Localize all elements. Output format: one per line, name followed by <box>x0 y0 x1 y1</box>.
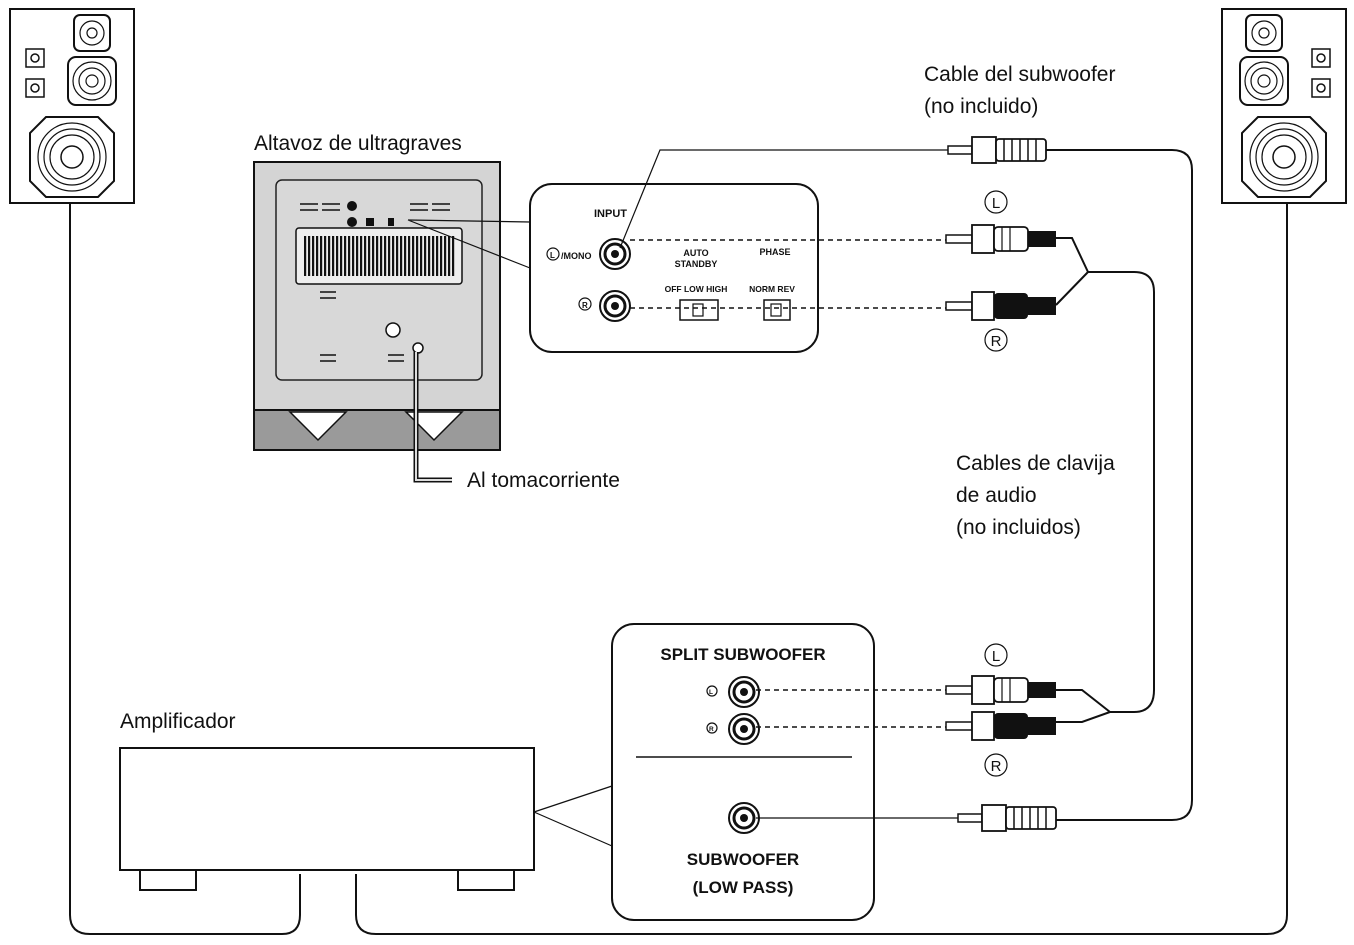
phase-label: PHASE <box>759 247 790 257</box>
sub-cable-label-1: Cable del subwoofer <box>924 63 1115 86</box>
subwoofer-title: Altavoz de ultragraves <box>254 132 462 155</box>
input-label: INPUT <box>594 208 627 220</box>
audio-cables-label-2: de audio <box>956 484 1037 507</box>
amplifier-label: Amplificador <box>120 710 236 733</box>
right-speaker <box>1221 8 1347 204</box>
r-glyph: R <box>582 301 588 310</box>
badge-r-bottom: R <box>991 758 1002 775</box>
badge-l-bottom: L <box>992 648 1000 665</box>
r-glyph-ring <box>578 297 592 311</box>
outlet-label: Al tomacorriente <box>467 469 620 492</box>
l-glyph: L <box>550 251 555 260</box>
input-l-jack[interactable] <box>598 237 632 271</box>
audio-plug-l-bottom <box>945 675 1057 705</box>
audio-cables-label-1: Cables de clavija <box>956 452 1115 475</box>
audio-plug-r-top <box>945 291 1057 321</box>
sub-panel-wiring <box>619 149 948 309</box>
input-r-jack[interactable] <box>598 289 632 323</box>
sub-cable-label-2: (no incluido) <box>924 95 1038 118</box>
amp-l-glyph: L <box>709 689 713 696</box>
auto-standby-label-1: AUTO <box>683 248 708 258</box>
phase-options: NORM REV <box>749 284 795 294</box>
split-l-jack[interactable] <box>727 675 761 709</box>
badge-r-top: R <box>991 333 1002 350</box>
subwoofer-unit <box>253 161 501 483</box>
speaker-wires <box>69 149 1288 935</box>
mono-label: /MONO <box>561 251 592 261</box>
amp-panel-wiring <box>756 689 958 819</box>
sub-cable-plug-bottom <box>957 804 1057 832</box>
left-speaker <box>9 8 135 204</box>
amp-r-glyph: R <box>709 726 714 733</box>
subwoofer-out-label-1: SUBWOOFER <box>687 850 799 869</box>
sub-panel-callout <box>407 219 531 269</box>
split-r-jack[interactable] <box>727 712 761 746</box>
badge-l-top: L <box>992 195 1000 212</box>
amp-output-panel: SPLIT SUBWOOFER L R SUBWOOFER (LOW PASS) <box>611 623 875 921</box>
sub-cable-plug-top <box>947 136 1047 164</box>
sub-input-panel: INPUT L /MONO R AUTO STANDBY OFF LOW HIG… <box>529 183 819 353</box>
heatsink-grille <box>304 236 455 276</box>
low-pass-jack[interactable] <box>727 801 761 835</box>
audio-plug-l-top <box>945 224 1057 254</box>
standby-options: OFF LOW HIGH <box>665 284 728 294</box>
audio-cables-label-3: (no incluidos) <box>956 516 1081 539</box>
split-subwoofer-label: SPLIT SUBWOOFER <box>660 645 825 664</box>
l-glyph-ring <box>546 247 560 261</box>
subwoofer-out-label-2: (LOW PASS) <box>693 878 794 897</box>
auto-standby-label-2: STANDBY <box>675 259 718 269</box>
amplifier-unit <box>119 747 613 891</box>
audio-plug-r-bottom <box>945 711 1057 741</box>
plug-badges: L R L R <box>984 190 1008 777</box>
